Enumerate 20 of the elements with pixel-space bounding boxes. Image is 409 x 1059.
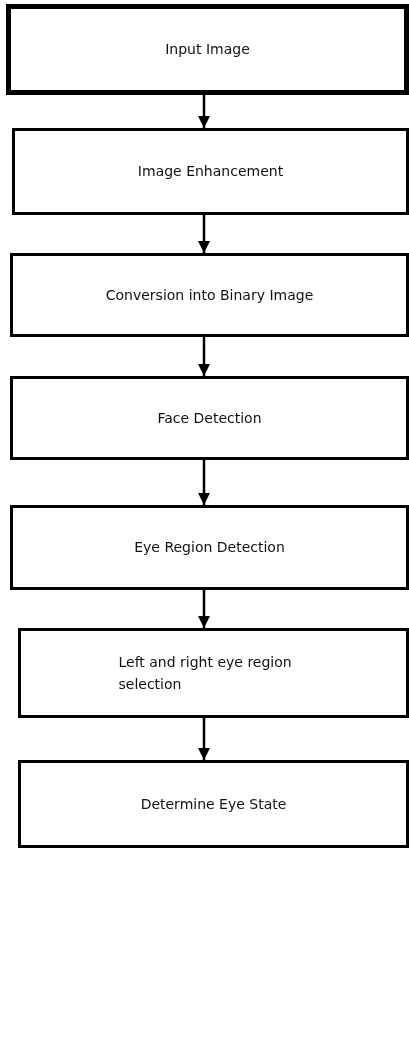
arrow [197, 460, 211, 505]
arrow [197, 590, 211, 628]
process-box [10, 376, 409, 460]
arrow [197, 95, 211, 128]
box-label: Input Image [165, 40, 250, 60]
arrow [197, 718, 211, 760]
process-box [10, 505, 409, 590]
process-box [10, 253, 409, 337]
box-label: Eye Region Detection [134, 538, 285, 558]
process-box [12, 128, 409, 215]
box-label: Face Detection [157, 408, 262, 428]
process-box [18, 760, 409, 848]
box-label: Left and right eye region selection [118, 652, 293, 694]
arrow [197, 337, 211, 376]
arrow [197, 215, 211, 253]
process-box [6, 4, 409, 95]
box-label: Determine Eye State [140, 794, 287, 814]
process-box [18, 628, 409, 718]
box-label: Conversion into Binary Image [105, 285, 314, 305]
box-label: Image Enhancement [137, 162, 284, 182]
